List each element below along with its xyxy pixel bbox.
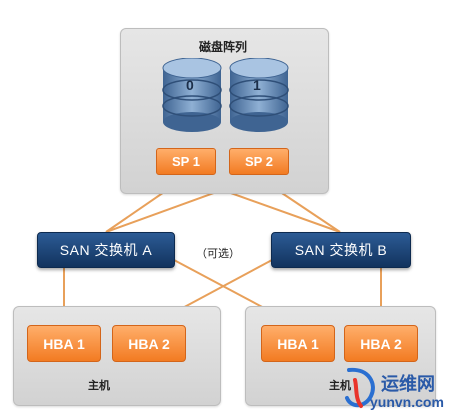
- disk-1-label: 1: [253, 77, 261, 93]
- host-1-hba-2: HBA 2: [112, 325, 186, 362]
- disk-array-title: 磁盘阵列: [199, 40, 248, 54]
- san-switch-a: SAN 交换机 A: [37, 232, 175, 268]
- host-1-label: 主机: [88, 380, 110, 392]
- disk-1-icon: [229, 58, 289, 132]
- disk-0-icon: [162, 58, 222, 132]
- host-2-label: 主机: [329, 380, 351, 392]
- host-2-hba-2: HBA 2: [344, 325, 418, 362]
- host-2-hba-1: HBA 1: [261, 325, 335, 362]
- host-1-hba-1: HBA 1: [27, 325, 101, 362]
- san-switch-b: SAN 交换机 B: [271, 232, 411, 268]
- disk-0-label: 0: [186, 77, 194, 93]
- sp-2-box: SP 2: [229, 148, 289, 175]
- disk-array-panel: [120, 28, 329, 194]
- sp-1-box: SP 1: [156, 148, 216, 175]
- optional-label: （可选）: [195, 245, 241, 261]
